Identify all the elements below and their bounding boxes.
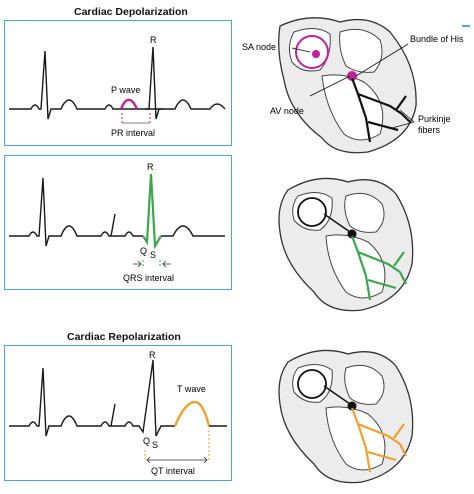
heart-diagram-qrs	[278, 177, 414, 312]
heart-chambers	[292, 364, 386, 471]
purkinje-label-1: Purkinje	[418, 114, 451, 124]
pr-interval-label: PR interval	[111, 128, 155, 138]
av-node	[347, 71, 357, 81]
bundle-of-his-label: Bundle of His	[410, 34, 464, 44]
ecg-trace	[9, 359, 175, 437]
heart-chambers	[292, 192, 386, 299]
p-wave-label: P wave	[111, 85, 140, 95]
conduction-path	[350, 235, 407, 301]
ecg-chart-t-wave: R T wave Q S QT interval	[9, 350, 227, 476]
s-label: S	[150, 250, 156, 260]
av-node-label: AV node	[270, 106, 304, 116]
q-label: Q	[140, 246, 147, 256]
ecg-chart-qrs: R Q S QRS interval	[9, 162, 225, 283]
sa-node-ring	[295, 35, 329, 69]
corner-mark	[462, 25, 470, 27]
depolarization-title: Cardiac Depolarization	[74, 6, 188, 18]
qrs-arrow-left	[133, 260, 142, 268]
ecg-panel-p-wave: R P wave PR interval	[4, 20, 232, 146]
t-wave-label: T wave	[177, 384, 206, 394]
qrs-arrow-right	[162, 260, 171, 268]
heart-diagram-repolarization	[278, 349, 414, 484]
bundle-line	[355, 43, 409, 77]
ecg-r-spike	[145, 46, 163, 120]
repolarization-title: Cardiac Repolarization	[67, 331, 181, 343]
s-label: S	[152, 440, 158, 450]
qt-arrow	[146, 456, 208, 464]
ecg-panel-qrs: R Q S QRS interval	[4, 155, 232, 290]
ecg-trace	[9, 50, 226, 120]
repolarization-path	[350, 407, 407, 473]
sa-node-ring	[297, 369, 327, 399]
av-link	[323, 385, 351, 405]
r-label: R	[150, 35, 157, 45]
purkinje-label-2: fibers	[418, 125, 441, 135]
r-label: R	[149, 350, 156, 360]
q-label: Q	[143, 436, 150, 446]
p-wave-highlight	[119, 98, 139, 110]
heart-diagram-depolarization: SA node Bundle of His AV node Purkinje f…	[242, 17, 464, 154]
sa-node-ring	[297, 197, 327, 227]
qt-interval-label: QT interval	[151, 466, 195, 476]
ecg-chart-p-wave: R P wave PR interval	[9, 35, 226, 138]
sa-node-label: SA node	[242, 42, 276, 52]
ecg-panel-t-wave: R T wave Q S QT interval	[4, 345, 232, 481]
ecg-trace	[9, 177, 225, 247]
t-wave-highlight	[173, 400, 211, 427]
sa-line	[291, 47, 311, 53]
qrs-interval-label: QRS interval	[123, 273, 174, 283]
sa-node	[312, 50, 320, 58]
purkinje-line	[391, 109, 415, 129]
bundle-of-his	[350, 77, 411, 143]
av-line	[309, 75, 351, 97]
r-label: R	[147, 162, 154, 172]
av-link	[323, 213, 351, 233]
qrs-highlight	[142, 173, 162, 250]
